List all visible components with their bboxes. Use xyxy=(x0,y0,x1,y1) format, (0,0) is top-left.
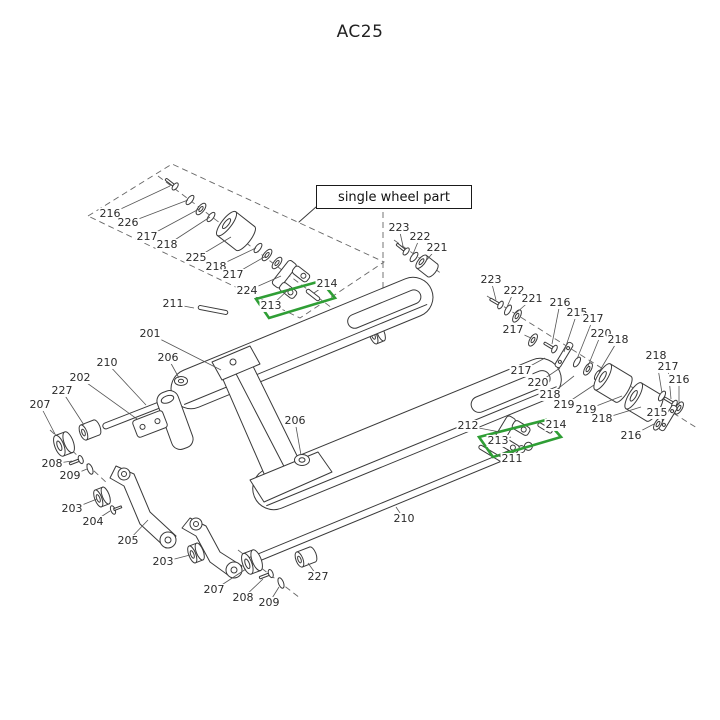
leader-line-219 xyxy=(563,384,595,406)
leader-line-227 xyxy=(307,562,319,578)
washer-217 xyxy=(193,201,209,217)
leader-line-214 xyxy=(313,283,328,294)
leader-line-206 xyxy=(167,357,180,379)
leader-line-223 xyxy=(490,279,497,301)
leader-line-216 xyxy=(630,423,655,437)
leader-line-210 xyxy=(395,506,405,520)
lower-fork xyxy=(252,357,562,511)
roller-221-a xyxy=(413,252,441,280)
washer-209-center xyxy=(276,576,286,590)
leader-line-223 xyxy=(398,227,404,247)
leader-line-205 xyxy=(127,519,149,542)
leader-line-218 xyxy=(166,216,211,246)
roller-227-center xyxy=(292,545,320,569)
leader-line-203 xyxy=(71,498,98,510)
leader-line-219 xyxy=(585,395,623,411)
bolt-223-b xyxy=(487,294,505,311)
washer-226 xyxy=(184,193,196,207)
leader-line-218 xyxy=(655,355,663,394)
leader-line-221 xyxy=(515,298,533,314)
leader-line-217 xyxy=(512,329,532,339)
callout-label: single wheel part xyxy=(338,189,450,205)
bolt-216-r xyxy=(541,338,559,355)
washer-222-b xyxy=(502,303,514,317)
leader-line-215 xyxy=(563,312,578,353)
leader-line-216 xyxy=(109,185,171,215)
leader-line-216 xyxy=(551,302,561,345)
leader-line-217 xyxy=(576,318,594,360)
roller-227-left xyxy=(76,418,104,442)
leader-line-210 xyxy=(106,362,147,406)
single-wheel-part-callout: single wheel part xyxy=(316,185,472,209)
wheel-203-a xyxy=(91,485,113,509)
spacer-220 xyxy=(581,361,595,377)
leader-line-225 xyxy=(195,236,232,259)
leader-line-218 xyxy=(215,247,257,268)
link-plate-202 xyxy=(132,410,168,438)
linkage-arms xyxy=(91,465,243,579)
leader-line-201 xyxy=(149,333,222,371)
pin-204 xyxy=(109,505,123,515)
bolt-216 xyxy=(162,175,180,192)
upper-fork xyxy=(170,276,434,410)
leader-line-208 xyxy=(242,578,264,599)
leader-line-203 xyxy=(162,554,191,563)
leader-line-215 xyxy=(656,412,667,418)
washer-217-r xyxy=(526,332,540,348)
leader-line-217 xyxy=(146,208,200,238)
highlight-box-lower-213 xyxy=(476,418,564,459)
pin-211-upper xyxy=(197,304,229,316)
pump-frame xyxy=(156,345,333,503)
leader-line-217 xyxy=(667,366,672,400)
leader-line-222 xyxy=(412,236,421,255)
leader-line-207 xyxy=(39,404,57,437)
washer-218-b xyxy=(252,241,264,255)
leader-line-202 xyxy=(79,377,138,420)
bolt-cluster-upper xyxy=(393,240,441,280)
washer-221-b xyxy=(510,308,524,324)
washer-217-r2 xyxy=(571,355,583,369)
leader-lines-layer xyxy=(39,185,680,604)
leader-line-204 xyxy=(92,510,111,523)
leader-line-206 xyxy=(294,420,302,456)
leader-line-211 xyxy=(172,303,195,309)
roller-225 xyxy=(212,208,260,254)
leader-line-217 xyxy=(232,255,267,276)
steer-wheel-cluster-left xyxy=(50,410,168,476)
page-title: AC25 xyxy=(336,22,384,42)
leader-line-220 xyxy=(587,333,602,367)
leader-line-209 xyxy=(69,468,88,477)
leader-line-227 xyxy=(61,390,85,426)
leader-line-209 xyxy=(268,586,280,604)
callout-leader-line xyxy=(298,206,317,223)
